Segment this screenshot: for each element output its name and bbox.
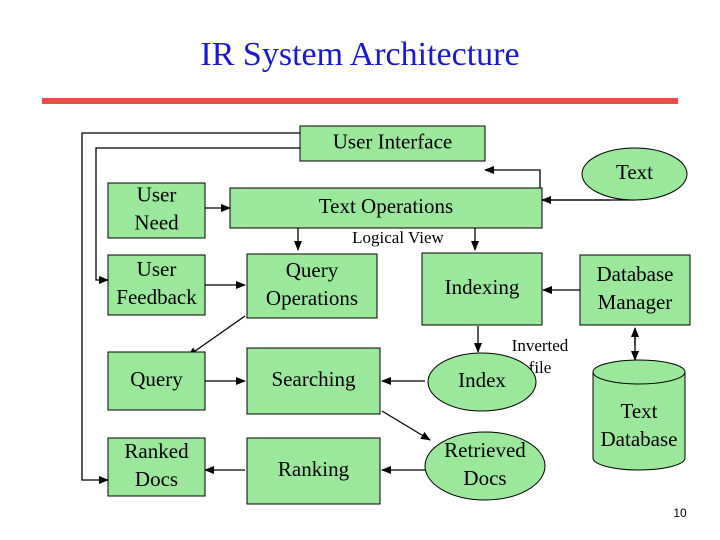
user-interface-box: User Interface bbox=[299, 125, 486, 162]
ranking-box-label: Ranking bbox=[278, 457, 350, 481]
user-interface-box-shape bbox=[299, 125, 486, 162]
title-underline bbox=[42, 98, 678, 104]
user-need-box-shape bbox=[107, 182, 206, 239]
connector-feedback-loop-outer bbox=[81, 132, 300, 484]
query-box-shape bbox=[107, 351, 206, 411]
slide-title: IR System Architecture bbox=[200, 36, 520, 73]
slide-number: 10 bbox=[673, 506, 687, 520]
query-operations-box-shape bbox=[246, 253, 378, 319]
connector-feedback-loop-inner bbox=[95, 147, 300, 284]
indexing-box-shape bbox=[421, 252, 543, 326]
indexing-box-label: Indexing bbox=[445, 275, 520, 299]
ranked-docs-box-shape bbox=[107, 437, 206, 497]
text-box: Text bbox=[581, 147, 688, 201]
searching-box: Searching bbox=[246, 347, 381, 415]
retrieved-docs-box-shape bbox=[424, 431, 546, 501]
text-database-body bbox=[592, 372, 686, 471]
text-operations-box-shape bbox=[229, 187, 543, 229]
query-box: Query bbox=[107, 351, 206, 411]
searching-box-label: Searching bbox=[272, 367, 356, 391]
searching-box-shape bbox=[246, 347, 381, 415]
text-box-label: Text bbox=[616, 160, 653, 184]
database-manager-box-shape bbox=[579, 254, 691, 326]
index-box-shape bbox=[427, 352, 537, 412]
text-box-shape bbox=[581, 147, 688, 201]
index-box: Index bbox=[427, 352, 537, 412]
text-operations-box: Text Operations bbox=[229, 187, 543, 229]
user-feedback-box-shape bbox=[107, 254, 206, 316]
ranking-box: Ranking bbox=[246, 437, 381, 505]
logical-view-label: Logical View bbox=[352, 228, 444, 247]
text-database-top bbox=[592, 359, 686, 385]
indexing-box: Indexing bbox=[421, 252, 543, 326]
ranking-box-shape bbox=[246, 437, 381, 505]
index-box-label: Index bbox=[458, 368, 506, 392]
connector-queryops-to-query bbox=[187, 315, 246, 357]
user-interface-box-label: User Interface bbox=[333, 129, 453, 153]
query-box-label: Query bbox=[130, 367, 183, 391]
text-operations-box-label: Text Operations bbox=[319, 194, 453, 218]
connector-searching-to-retrieved bbox=[381, 410, 431, 441]
